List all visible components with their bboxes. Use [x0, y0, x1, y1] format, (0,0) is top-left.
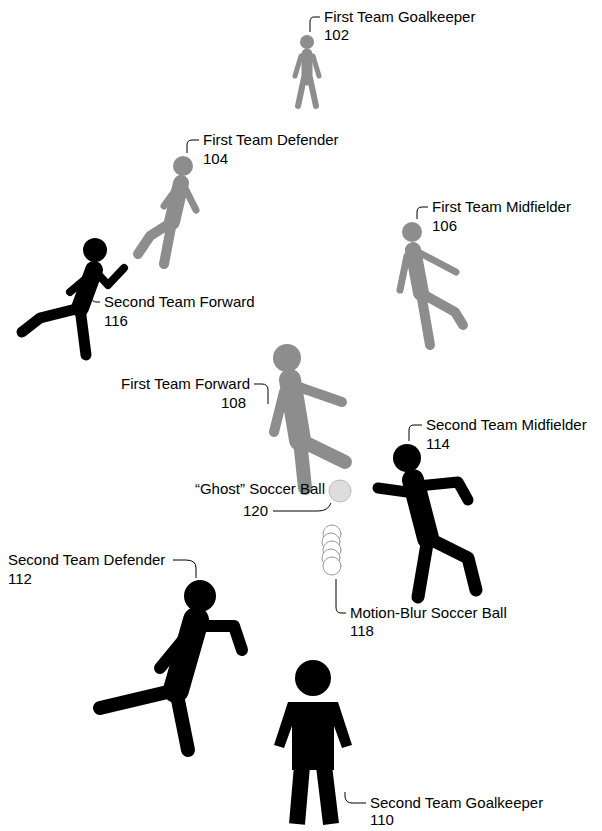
- leader-line: [92, 288, 100, 302]
- part-name: First Team Forward: [121, 375, 250, 392]
- player-legs: [298, 78, 316, 106]
- player-arms: [274, 386, 342, 432]
- player-legs: [100, 690, 188, 750]
- leader-line: [417, 207, 428, 219]
- player-legs: [421, 293, 463, 345]
- part-name: Second Team Goalkeeper: [370, 794, 543, 811]
- player-figures: [22, 35, 476, 824]
- part-name: Motion-Blur Soccer Ball: [350, 604, 507, 621]
- player-head: [402, 222, 422, 242]
- leader-line: [409, 425, 422, 441]
- player-head: [173, 156, 193, 176]
- player-head: [393, 444, 421, 472]
- part-name: First Team Defender: [203, 131, 339, 148]
- leader-line: [254, 384, 268, 404]
- player-body: [274, 702, 352, 770]
- player-legs: [138, 222, 172, 264]
- callout-number: 110: [370, 811, 394, 828]
- player-head: [83, 238, 107, 262]
- part-name: First Team Goalkeeper: [324, 8, 475, 25]
- callout-number: 106: [432, 217, 457, 234]
- leader-line: [336, 579, 346, 613]
- player-legs: [418, 538, 476, 597]
- callout-number: 108: [221, 394, 246, 411]
- callout-number: 120: [243, 502, 268, 519]
- callout-number: 114: [426, 435, 450, 452]
- player-head: [300, 35, 314, 49]
- callout-number: 104: [203, 150, 228, 167]
- part-name: Second Team Midfielder: [426, 416, 587, 433]
- ghost-ball: [329, 480, 351, 502]
- leader-line: [345, 792, 366, 803]
- part-name: “Ghost” Soccer Ball: [195, 480, 325, 497]
- player-arms: [164, 186, 196, 210]
- leader-line: [173, 560, 196, 578]
- part-name: Second Team Forward: [104, 293, 255, 310]
- callout-number: 118: [350, 622, 374, 639]
- player-legs: [297, 766, 331, 824]
- leader-line: [310, 17, 320, 32]
- player-head: [273, 344, 301, 372]
- player-legs: [22, 308, 86, 355]
- player-arms: [400, 252, 456, 290]
- part-name: Second Team Defender: [8, 551, 165, 568]
- callout-number: 112: [8, 570, 32, 587]
- callout-number: 102: [324, 26, 349, 43]
- part-name: First Team Midfielder: [432, 198, 571, 215]
- player-arms: [378, 482, 468, 500]
- leader-lines: [92, 17, 428, 803]
- player-arms: [70, 268, 124, 292]
- player-head: [184, 580, 216, 612]
- callout-number: 116: [104, 312, 128, 329]
- player-head: [295, 660, 331, 696]
- player-arms: [160, 626, 242, 668]
- leader-line: [187, 140, 199, 153]
- player-arms: [295, 56, 319, 76]
- blur-ball: [323, 557, 341, 575]
- leader-line: [273, 503, 331, 511]
